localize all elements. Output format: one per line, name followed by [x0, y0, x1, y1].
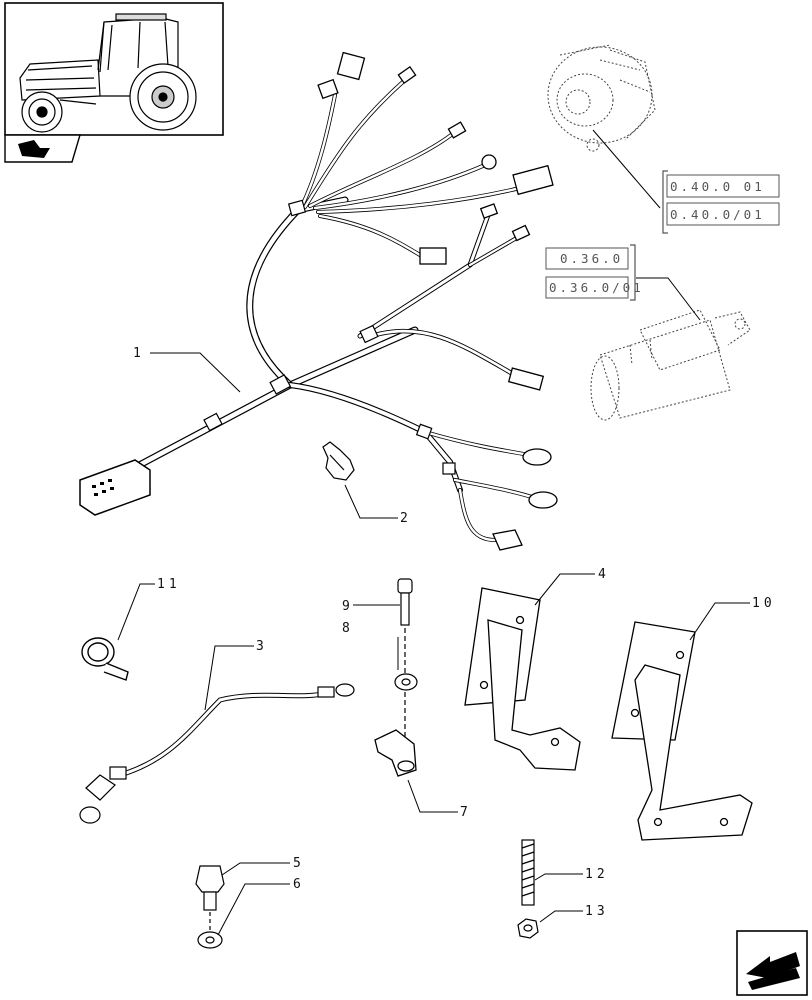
- callout-10: 10: [752, 596, 776, 611]
- callout-6: 6: [293, 877, 301, 892]
- nut-part-13: [517, 918, 539, 939]
- bolt-part-9: [397, 578, 413, 760]
- main-wiring-harness: [111, 78, 537, 542]
- callout-5: 5: [293, 856, 301, 871]
- bracket-part-4: [464, 587, 581, 771]
- washer-part-6: [197, 931, 223, 949]
- starter-motor-illustration: [590, 309, 751, 421]
- alternator-illustration: [547, 44, 656, 152]
- cable-tie-part: [322, 441, 355, 481]
- next-page-arrow-icon[interactable]: [736, 930, 808, 996]
- callout-9: 9: [342, 599, 350, 614]
- callout-7: 7: [460, 805, 468, 820]
- bolt-part-5: [195, 865, 225, 930]
- callouts: 1 2 3 4 5 6 7 8 9 10 11 12 13: [133, 346, 776, 919]
- alternator-reference-box[interactable]: 0.40.0 01 0.40.0/01: [592, 129, 780, 234]
- page-turn-icon[interactable]: [4, 134, 81, 163]
- harness-connectors: [317, 51, 558, 551]
- callout-12: 12: [585, 867, 609, 882]
- starter-ref-2[interactable]: 0.36.0/01: [549, 280, 644, 295]
- callout-4: 4: [598, 567, 606, 582]
- harness-sleeves: [203, 199, 456, 475]
- clamp-part-11: [81, 637, 129, 681]
- callout-3: 3: [256, 639, 264, 654]
- alternator-ref-2[interactable]: 0.40.0/01: [670, 207, 765, 222]
- tractor-thumbnail[interactable]: [4, 2, 224, 136]
- leader-lines: [117, 352, 750, 936]
- clamp-part-7: [374, 729, 417, 777]
- callout-1: 1: [133, 346, 141, 361]
- callout-13: 13: [585, 904, 609, 919]
- washer-part-8: [394, 673, 418, 691]
- main-connector: [79, 459, 151, 516]
- starter-reference-box[interactable]: 0.36.0 0.36.0/01: [545, 244, 701, 321]
- ground-cable-part: [79, 683, 355, 824]
- starter-ref-1[interactable]: 0.36.0: [560, 251, 623, 266]
- stud-part-12: [521, 839, 535, 906]
- callout-2: 2: [400, 511, 408, 526]
- callout-11: 11: [157, 577, 181, 592]
- callout-8: 8: [342, 621, 350, 636]
- alternator-ref-1[interactable]: 0.40.0 01: [670, 179, 765, 194]
- bracket-part-10: [611, 621, 753, 841]
